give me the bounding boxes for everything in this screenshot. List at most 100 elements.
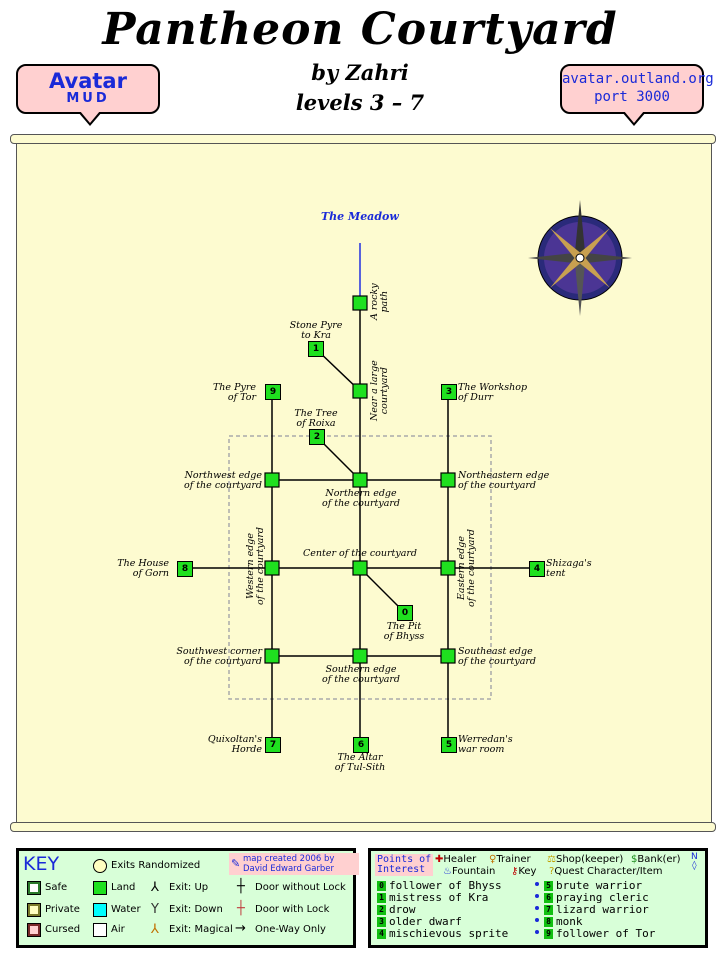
- fountain-icon: ♨: [443, 866, 452, 877]
- key-safe: Safe: [45, 882, 68, 893]
- scroll-top-roll: [10, 134, 716, 144]
- swatch-private: [27, 903, 41, 917]
- shop-icon: ⚖: [547, 854, 556, 865]
- swatch-safe: [27, 881, 41, 895]
- poi-room-6: 6: [353, 737, 369, 753]
- poi-room-2: 2: [309, 429, 325, 445]
- compass-rose-icon: [528, 200, 632, 316]
- badge-avatar-text: Avatar: [49, 69, 127, 93]
- key-exit-magical: Exit: Magical: [169, 924, 233, 935]
- badge-mud-text: MUD: [66, 91, 110, 106]
- door-without-lock-icon: ┼: [237, 879, 245, 894]
- swatch-land: [93, 881, 107, 895]
- server-address-badge: avatar.outland.org port 3000: [560, 64, 714, 126]
- exit-up-icon: ⅄: [151, 880, 159, 895]
- key-land: Land: [111, 882, 136, 893]
- compass-north-icon: N◊: [691, 852, 698, 871]
- key-exit-up: Exit: Up: [169, 882, 209, 893]
- scroll-bottom-roll: [10, 822, 716, 832]
- map-key-panel: KEY Exits Randomized ✎ map created 2006 …: [16, 848, 359, 948]
- swatch-air: [93, 923, 107, 937]
- swatch-cursed: [27, 923, 41, 937]
- poi-room-5: 5: [441, 737, 457, 753]
- poi-room-1: 1: [308, 341, 324, 357]
- key-icon: ⚷: [511, 866, 519, 877]
- legend-healer: ✚Healer: [435, 854, 477, 865]
- bank-icon: $: [631, 854, 638, 865]
- key-air: Air: [111, 924, 125, 935]
- poi-room-7: 7: [265, 737, 281, 753]
- legend-fountain: ♨Fountain: [443, 866, 496, 877]
- swatch-water: [93, 903, 107, 917]
- poi-room-0: 0: [397, 605, 413, 621]
- key-exit-down: Exit: Down: [169, 904, 223, 915]
- level-range: levels 3 – 7: [295, 90, 425, 115]
- exit-magical-icon: ⅄: [151, 922, 159, 937]
- key-one-way: One-Way Only: [255, 924, 326, 935]
- exit-down-icon: Y: [151, 902, 159, 917]
- poi-room-4: 4: [529, 561, 545, 577]
- server-port: port 3000: [594, 89, 670, 105]
- legend-bank: $Bank(er): [631, 854, 681, 865]
- legend-quest: ?Quest Character/Item: [549, 866, 663, 877]
- poi-room-8: 8: [177, 561, 193, 577]
- door-with-lock-icon: ┼: [237, 901, 245, 916]
- poi-room-3: 3: [441, 384, 457, 400]
- key-door-with-lock: Door with Lock: [255, 904, 330, 915]
- key-water: Water: [111, 904, 141, 915]
- key-cursed: Cursed: [45, 924, 81, 935]
- key-door-without-lock: Door without Lock: [255, 882, 346, 893]
- healer-cross-icon: ✚: [435, 854, 444, 865]
- one-way-arrow-icon: →: [235, 921, 246, 936]
- legend-key: ⚷Key: [511, 866, 537, 877]
- label-center: Center of the courtyard: [302, 548, 418, 559]
- quest-icon: ?: [549, 866, 555, 877]
- legend-trainer: ♀Trainer: [489, 854, 531, 865]
- exit-label-meadow: The Meadow: [321, 210, 399, 223]
- server-host: avatar.outland.org: [562, 71, 714, 87]
- author-byline: by Zahri: [311, 60, 409, 85]
- legend-shop: ⚖Shop(keeper): [547, 854, 624, 865]
- exits-randomized-icon: [93, 859, 107, 873]
- rooms: [264, 295, 456, 664]
- avatar-mud-badge: Avatar MUD: [16, 64, 160, 126]
- key-title: KEY: [23, 853, 60, 875]
- trainer-icon: ♀: [489, 854, 497, 865]
- poi-room-9: 9: [265, 384, 281, 400]
- map-title: Pantheon Courtyard: [102, 4, 618, 55]
- key-private: Private: [45, 904, 80, 915]
